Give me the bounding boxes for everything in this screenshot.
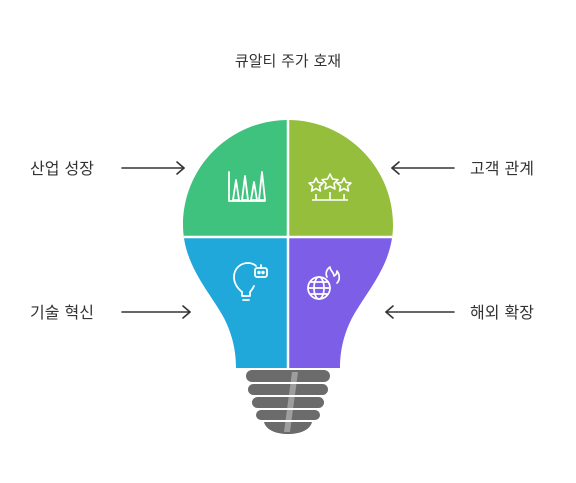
arrow-bottom-right	[385, 305, 455, 319]
quadrant-top-right	[288, 120, 393, 237]
lightbulb-robot-icon	[233, 262, 268, 301]
quadrant-bottom-left	[183, 237, 288, 368]
label-customer-relations: 고객 관계	[470, 159, 534, 178]
bulb-base	[246, 370, 330, 434]
label-industry-growth: 산업 성장	[30, 159, 94, 178]
arrows	[121, 161, 455, 319]
diagram-title: 큐알티 주가 호재	[235, 52, 341, 70]
arrow-top-right	[391, 161, 455, 175]
quadrant-bottom-right	[288, 237, 393, 368]
label-overseas-expansion: 해외 확장	[470, 303, 534, 322]
arrow-bottom-left	[121, 305, 191, 319]
stars-review-icon	[308, 173, 352, 201]
bulb-body	[183, 120, 393, 368]
label-tech-innovation: 기술 혁신	[30, 303, 94, 322]
globe-flame-icon	[307, 266, 341, 300]
bar-chart-icon	[228, 171, 266, 202]
arrow-top-left	[121, 161, 185, 175]
